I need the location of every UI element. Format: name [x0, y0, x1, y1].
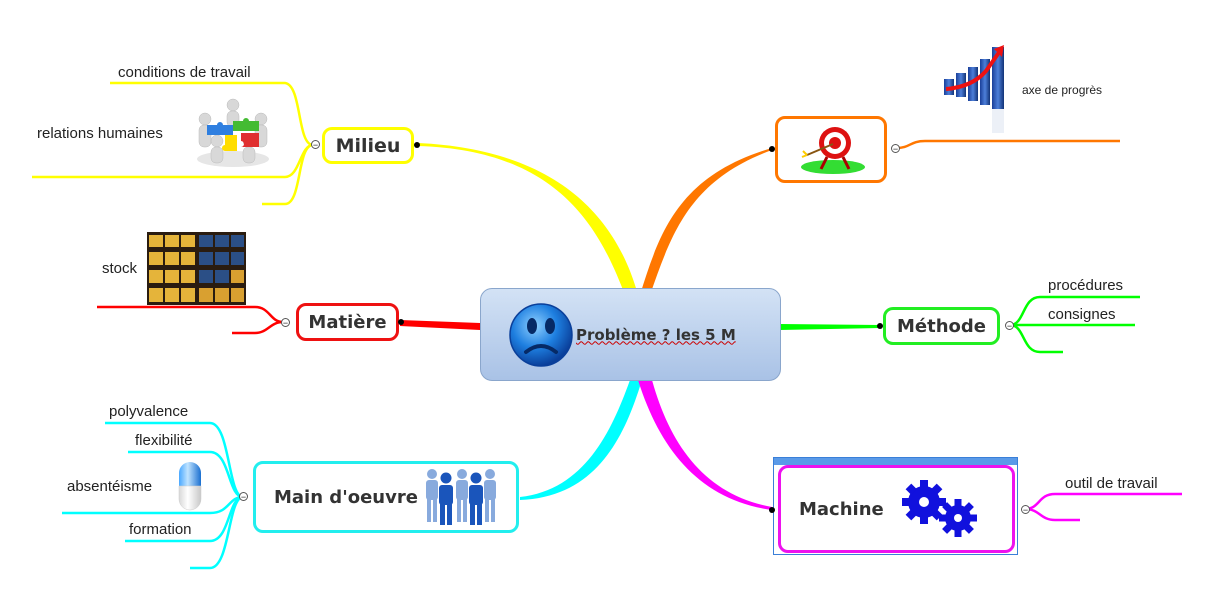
branch-main-oeuvre [520, 380, 642, 500]
branch-objectif [640, 148, 772, 295]
matiere-leaf-lines [97, 305, 284, 335]
leaf-procedures[interactable]: procédures [1048, 277, 1124, 294]
central-topic-label: Problème ? les 5 M [576, 325, 736, 344]
collapse-toggle-main-oeuvre[interactable]: − [239, 492, 248, 502]
collapse-toggle-methode[interactable]: − [1005, 321, 1014, 331]
growth-chart-icon [944, 45, 1004, 133]
stock-shelves-icon [147, 232, 246, 305]
leaf-absenteisme[interactable]: absentéisme [67, 478, 153, 495]
leaf-axe-de-progres[interactable]: axe de progrès [1022, 83, 1103, 97]
node-methode-label: Méthode [897, 315, 986, 337]
node-matiere-label: Matière [308, 311, 387, 333]
branch-milieu [418, 143, 638, 295]
node-milieu-label: Milieu [335, 134, 401, 157]
machine-leaf-lines [1024, 492, 1182, 522]
central-topic[interactable]: Problème ? les 5 M [480, 288, 781, 381]
collapse-toggle-machine[interactable]: − [1021, 505, 1030, 515]
node-machine[interactable]: Machine [778, 465, 1015, 553]
connector-dot [877, 323, 883, 329]
collapse-toggle-matiere[interactable]: − [281, 318, 290, 328]
puzzle-people-icon [197, 98, 269, 167]
node-matiere[interactable]: Matière [296, 303, 399, 341]
connector-dot [769, 507, 775, 513]
leaf-flexibilite[interactable]: flexibilité [135, 432, 193, 449]
people-icon [425, 469, 496, 525]
branch-matiere [400, 320, 480, 330]
collapse-toggle-objectif[interactable]: − [891, 144, 900, 154]
node-methode[interactable]: Méthode [883, 307, 1000, 345]
leaf-stock[interactable]: stock [102, 260, 138, 277]
branch-machine [638, 380, 772, 510]
node-milieu[interactable]: Milieu [322, 127, 414, 164]
node-machine-label: Machine [799, 498, 884, 520]
pill-icon [178, 462, 202, 511]
methode-leaf-lines [1009, 295, 1140, 354]
leaf-consignes[interactable]: consignes [1048, 306, 1116, 323]
leaf-polyvalence[interactable]: polyvalence [109, 403, 189, 420]
node-main-oeuvre[interactable]: Main d'oeuvre [253, 461, 519, 533]
leaf-outil-de-travail[interactable]: outil de travail [1065, 475, 1158, 492]
leaf-formation[interactable]: formation [129, 521, 192, 538]
target-icon [801, 126, 865, 174]
node-objectif[interactable] [775, 116, 887, 183]
connector-dot [414, 142, 420, 148]
main-oeuvre-leaf-lines [62, 421, 244, 570]
gears-icon [901, 480, 977, 537]
connector-dot [398, 319, 404, 325]
branch-methode [780, 324, 880, 330]
leaf-relations-humaines[interactable]: relations humaines [37, 125, 163, 142]
sad-face-icon [509, 302, 573, 367]
leaf-conditions-de-travail[interactable]: conditions de travail [118, 64, 251, 81]
objectif-leaf-line [896, 139, 1120, 150]
milieu-leaf-lines [32, 81, 314, 206]
collapse-toggle-milieu[interactable]: − [311, 140, 320, 150]
node-main-oeuvre-label: Main d'oeuvre [274, 486, 418, 508]
connector-dot [769, 146, 775, 152]
